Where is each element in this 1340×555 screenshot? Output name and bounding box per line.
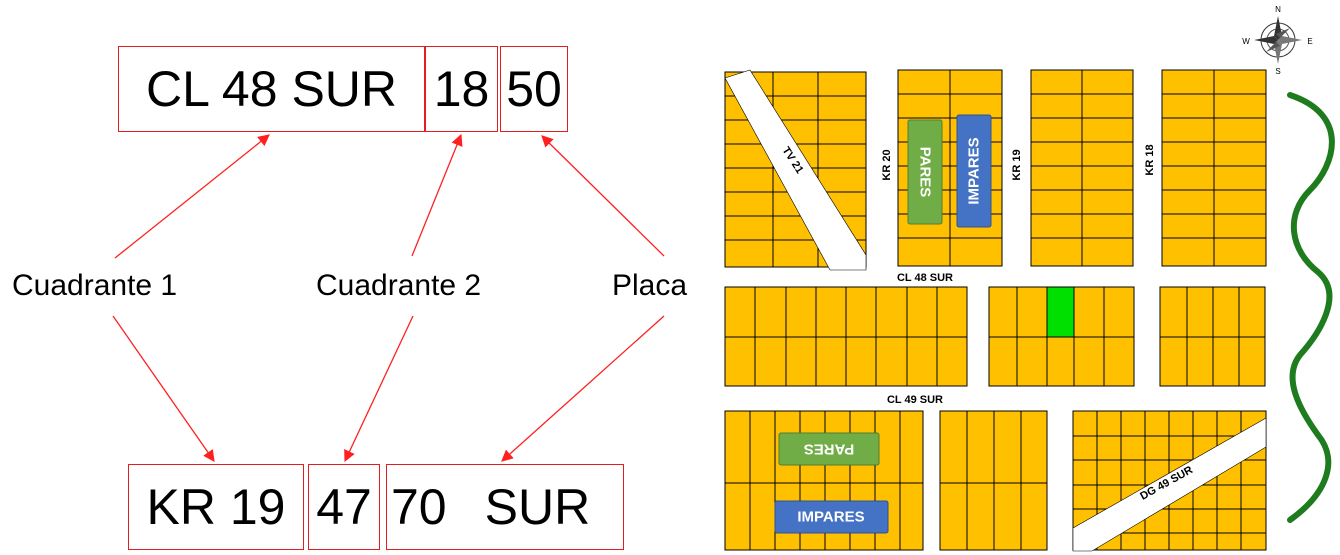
quadrant1-label: Cuadrante 1: [12, 269, 178, 302]
impares-top-text: IMPARES: [966, 137, 983, 204]
pares-bottom-text: PARES: [804, 441, 855, 458]
pares-tag-top: PARES: [907, 119, 943, 225]
arrow-placa-down: [501, 315, 665, 462]
block-map: TV 21 KR 20 KR 19 KR 18 CL 48 SUR CL 49 …: [724, 5, 1335, 552]
quadrant2-label: Cuadrante 2: [316, 269, 482, 302]
block-middle-east: [1159, 286, 1266, 387]
compass-n: N: [1275, 5, 1281, 14]
top-cross-text: 18: [433, 61, 490, 117]
block-kr18-east: [1161, 69, 1267, 267]
bottom-street-box: KR 19: [128, 464, 304, 550]
plate-label: Placa: [612, 269, 688, 302]
compass-s: S: [1275, 67, 1280, 76]
bottom-suffix-text: SUR: [484, 479, 591, 535]
block-bottom-center: [939, 410, 1048, 551]
compass-w: W: [1242, 37, 1250, 46]
top-plate-text: 50: [506, 61, 562, 117]
block-middle-west: [724, 286, 968, 387]
street-kr19: KR 19: [1011, 149, 1023, 180]
arrows-layer: [112, 133, 665, 463]
river: [1287, 92, 1335, 523]
arrow-q2-down: [344, 315, 414, 463]
arrow-q1-up: [114, 134, 270, 259]
street-cl48sur: CL 48 SUR: [897, 272, 953, 284]
top-cross-box: 18: [425, 46, 498, 132]
block-kr19-kr18: [1030, 69, 1134, 267]
pares-top-text: PARES: [917, 147, 934, 198]
impares-tag-top: IMPARES: [956, 114, 992, 228]
impares-tag-bottom: IMPARES: [774, 500, 889, 534]
bottom-plate-text: 70: [391, 479, 447, 535]
road-dg49: [1072, 417, 1267, 552]
top-street-text: CL 48 SUR: [145, 61, 398, 117]
road-tv21: [724, 69, 867, 271]
arrow-q2-up: [411, 133, 463, 257]
impares-bottom-text: IMPARES: [797, 509, 864, 526]
street-kr18: KR 18: [1144, 144, 1156, 175]
bottom-street-text: KR 19: [146, 479, 286, 535]
street-kr20: KR 20: [881, 149, 893, 180]
compass-icon: N S E W: [1242, 5, 1312, 76]
top-street-box: CL 48 SUR: [118, 46, 425, 132]
bottom-plate-box: 70 SUR: [386, 464, 624, 550]
compass-e: E: [1307, 37, 1312, 46]
block-middle-center: [988, 286, 1135, 387]
arrow-q1-down: [112, 315, 215, 462]
bottom-cross-box: 47: [308, 464, 380, 550]
street-cl49sur: CL 49 SUR: [887, 394, 943, 406]
pares-tag-bottom: PARES: [778, 432, 880, 466]
arrow-placa-up: [541, 135, 665, 257]
top-plate-box: 50: [500, 46, 568, 132]
bottom-cross-text: 47: [316, 479, 372, 535]
highlight-lot: [1046, 286, 1075, 338]
